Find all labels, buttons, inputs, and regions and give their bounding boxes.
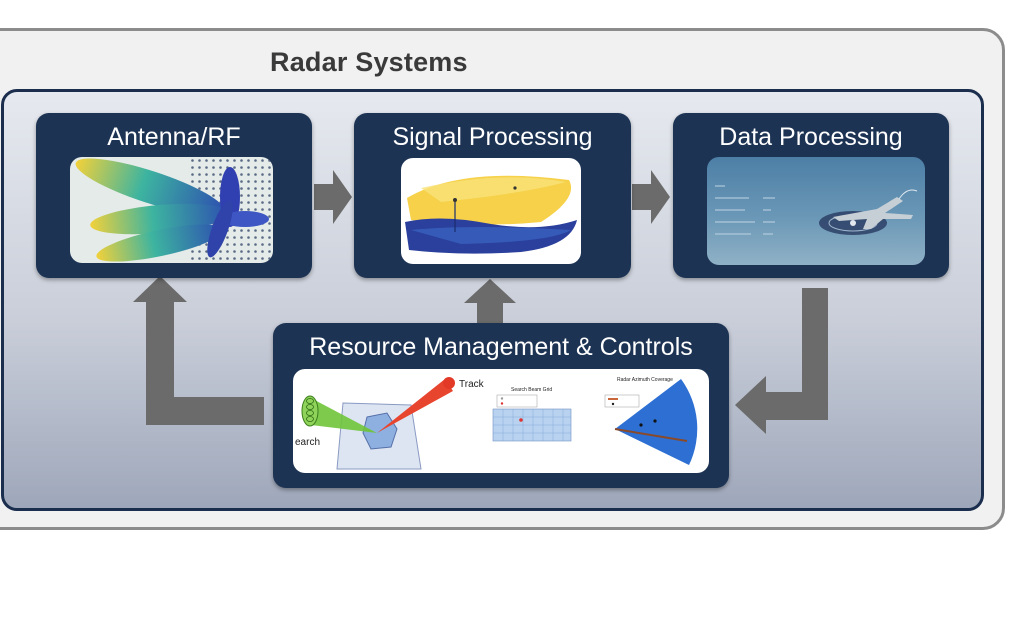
arrow-signal-to-data — [632, 170, 670, 224]
beam-grid-title: Search Beam Grid — [511, 387, 552, 393]
aircraft-tracking-thumbnail — [707, 157, 925, 265]
signal-processing-block: Signal Processing — [354, 113, 631, 278]
track-label: Track — [459, 379, 485, 390]
resource-management-thumbnail: Track earch Search Beam Grid Radar Azimu… — [293, 369, 709, 473]
arrow-antenna-to-signal — [314, 170, 352, 224]
diagram-title: Radar Systems — [270, 47, 468, 77]
search-label: earch — [295, 437, 320, 448]
resource-management-title: Resource Management & Controls — [309, 333, 693, 361]
antenna-rf-title: Antenna/RF — [107, 123, 241, 151]
data-processing-title: Data Processing — [719, 123, 903, 151]
signal-surface-thumbnail — [401, 158, 581, 264]
antenna-rf-block: Antenna/RF — [36, 113, 312, 278]
signal-processing-title: Signal Processing — [392, 123, 593, 151]
resource-management-block: Resource Management & Controls Track ear… — [273, 323, 729, 488]
arrow-data-to-resource — [735, 288, 828, 434]
antenna-pattern-thumbnail — [70, 157, 273, 263]
coverage-title: Radar Azimuth Coverage — [617, 377, 673, 383]
data-processing-block: Data Processing — [673, 113, 949, 278]
arrow-resource-to-antenna — [133, 276, 264, 425]
arrow-resource-to-signal — [464, 279, 516, 323]
